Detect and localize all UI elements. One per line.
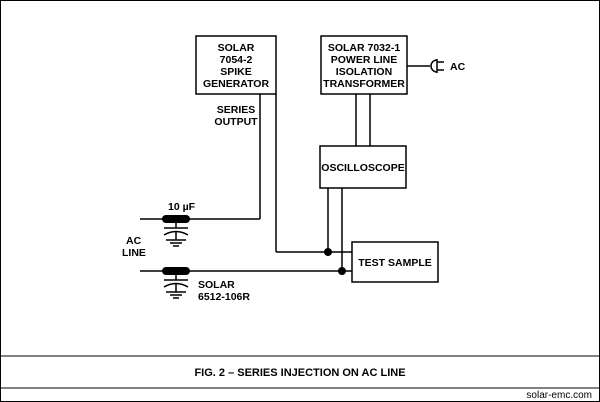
- ac-source-label: AC: [450, 61, 466, 73]
- test-sample-box: TEST SAMPLE: [351, 241, 439, 283]
- figure-caption: FIG. 2 – SERIES INJECTION ON AC LINE: [194, 367, 405, 379]
- spike-generator-line-4: GENERATOR: [203, 78, 270, 90]
- ac-line-label-2: LINE: [122, 247, 146, 259]
- spike-generator-line-2: 7054-2: [220, 54, 253, 66]
- spike-generator-line-1: SOLAR: [218, 42, 255, 54]
- capacitor-icon: [162, 215, 190, 240]
- isolation-transformer-box: SOLAR 7032-1 POWER LINE ISOLATION TRANSF…: [320, 35, 408, 95]
- ac-plug-icon: [407, 59, 444, 73]
- test-sample-label: TEST SAMPLE: [358, 257, 432, 269]
- junction-dot-icon: [324, 248, 332, 256]
- lisn-label-2: 6512-106R: [198, 291, 250, 303]
- oscilloscope-box: OSCILLOSCOPE: [319, 145, 407, 189]
- capacitor-icon: [162, 267, 190, 292]
- site-credit: solar-emc.com: [526, 390, 592, 401]
- spike-generator-line-3: SPIKE: [220, 66, 252, 78]
- series-output-label-1: SERIES: [217, 104, 256, 116]
- ground-icon: [166, 291, 186, 299]
- oscilloscope-label: OSCILLOSCOPE: [321, 162, 404, 174]
- ground-icon: [166, 239, 186, 247]
- transformer-line-4: TRANSFORMER: [323, 78, 405, 90]
- series-output-label-2: OUTPUT: [214, 116, 258, 128]
- ac-line-label-1: AC: [126, 235, 142, 247]
- transformer-line-3: ISOLATION: [336, 66, 392, 78]
- capacitor-value-label: 10 µF: [168, 201, 196, 213]
- transformer-line-2: POWER LINE: [331, 54, 398, 66]
- lisn-label-1: SOLAR: [198, 279, 235, 291]
- spike-generator-box: SOLAR 7054-2 SPIKE GENERATOR: [195, 35, 277, 95]
- transformer-line-1: SOLAR 7032-1: [328, 42, 401, 54]
